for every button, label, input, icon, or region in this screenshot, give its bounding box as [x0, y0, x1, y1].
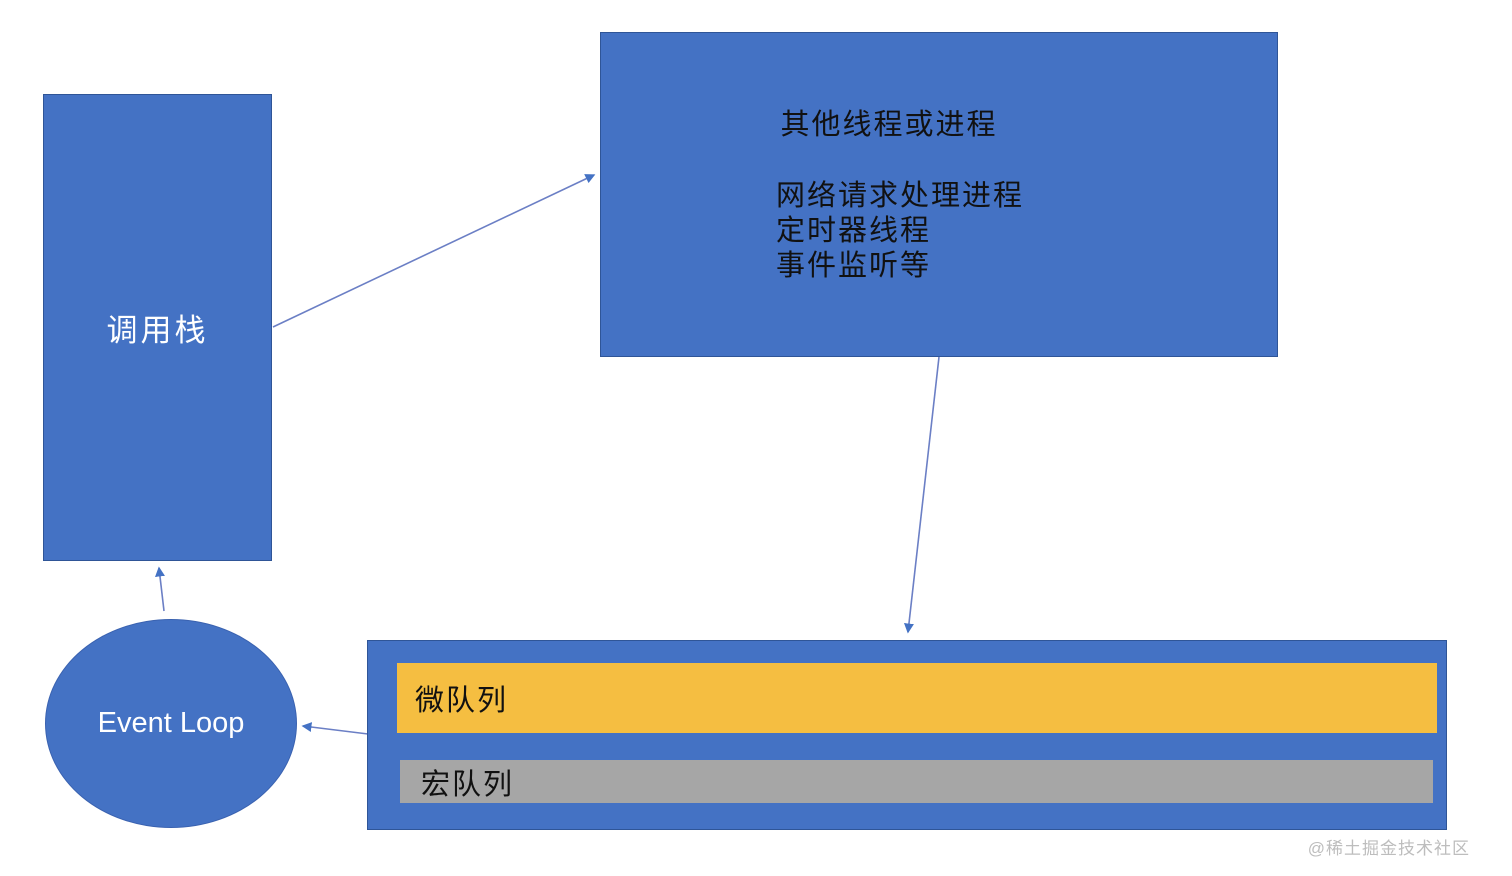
other-threads-line-network: 网络请求处理进程	[776, 180, 1025, 212]
other-threads-line-events: 事件监听等	[776, 250, 932, 282]
arrow-otherthreads-to-queues	[903, 356, 940, 634]
other-threads-details: 网络请求处理进程 定时器线程 事件监听等	[776, 179, 1024, 284]
event-loop-label: Event Loop	[97, 707, 245, 739]
call-stack-label: 调用栈	[106, 313, 209, 348]
other-threads-line-timer: 定时器线程	[776, 215, 932, 247]
macro-queue-bar: 宏队列	[400, 760, 1433, 803]
arrow-callstack-to-otherthreads	[272, 174, 596, 328]
macro-queue-label: 宏队列	[421, 768, 515, 801]
other-threads-box: 其他线程或进程 网络请求处理进程 定时器线程 事件监听等	[600, 32, 1278, 357]
micro-queue-label: 微队列	[415, 685, 509, 717]
event-loop-ellipse: Event Loop	[45, 619, 297, 828]
other-threads-title: 其他线程或进程	[780, 109, 998, 141]
watermark: @稀土掘金技术社区	[1307, 839, 1470, 858]
micro-queue-bar: 微队列	[397, 663, 1437, 733]
arrow-queues-to-eventloop	[301, 722, 369, 735]
call-stack-box: 调用栈	[43, 94, 272, 561]
arrow-eventloop-to-callstack	[155, 566, 165, 612]
